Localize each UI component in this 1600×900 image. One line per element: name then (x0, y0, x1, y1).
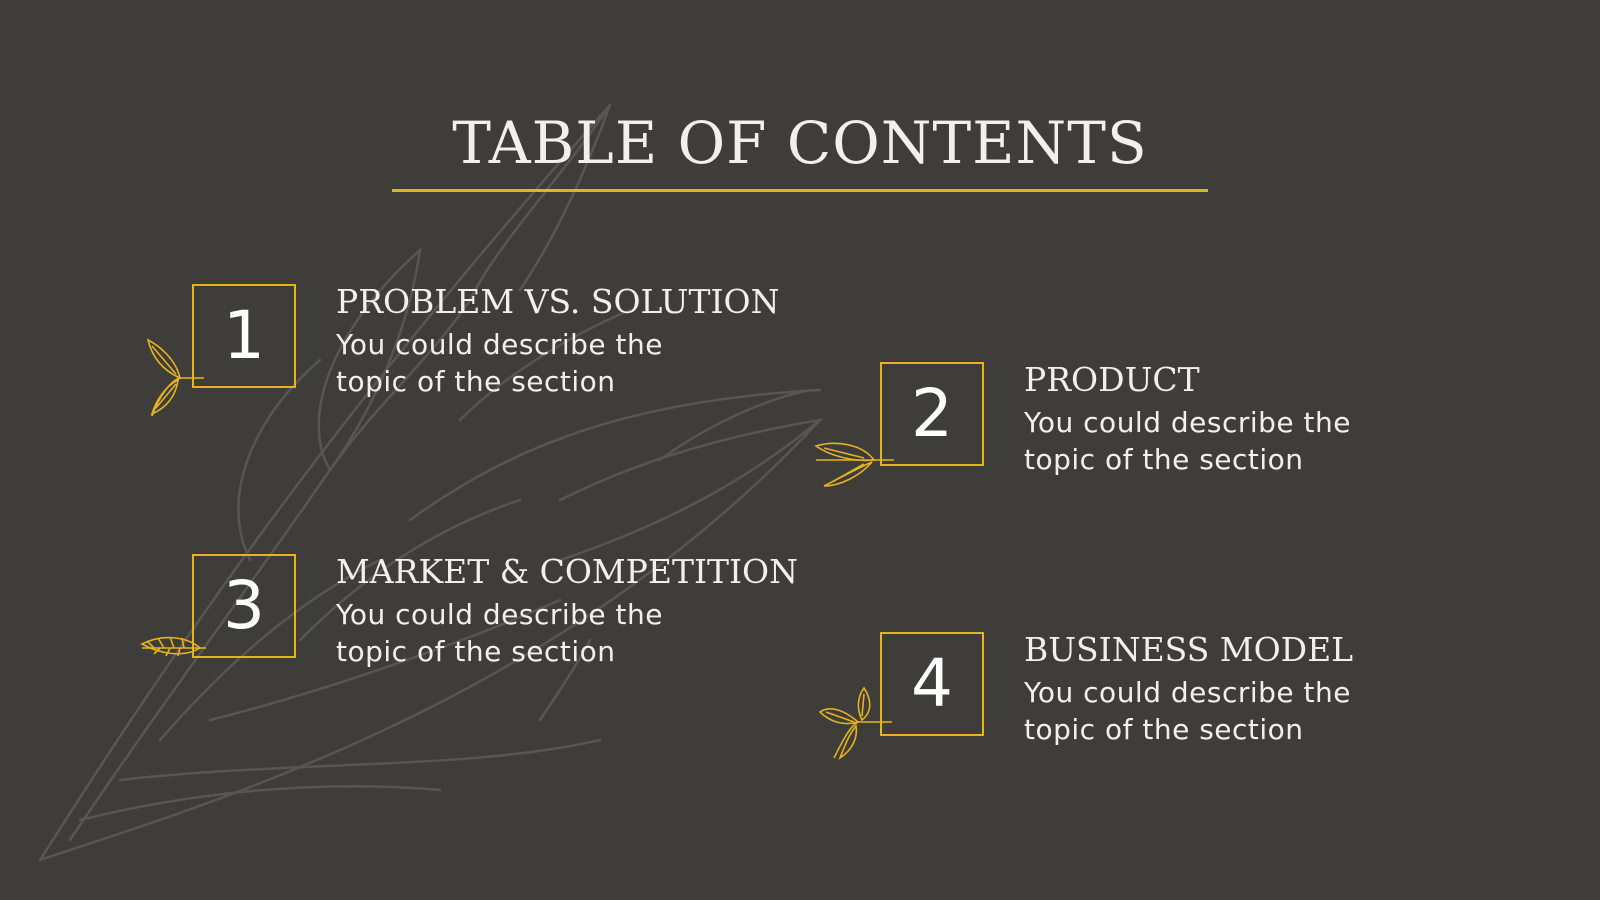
section-title: PRODUCT (1024, 360, 1200, 399)
section-description: You could describe the topic of the sect… (336, 328, 664, 398)
section-number-box: 1 (192, 284, 296, 388)
section-title: MARKET & COMPETITION (336, 552, 798, 591)
section-description: You could describe the topic of the sect… (1024, 406, 1352, 476)
page-title: TABLE OF CONTENTS (452, 109, 1148, 177)
section-description: You could describe the topic of the sect… (336, 598, 664, 668)
section-number-box: 3 (192, 554, 296, 658)
section-title: BUSINESS MODEL (1024, 630, 1354, 669)
section-number-box: 2 (880, 362, 984, 466)
title-underline (392, 189, 1208, 192)
section-description: You could describe the topic of the sect… (1024, 676, 1352, 746)
section-title: PROBLEM VS. SOLUTION (336, 282, 780, 321)
section-number-box: 4 (880, 632, 984, 736)
leaf-sprig-icon (140, 636, 206, 657)
leaf-sprig-icon (146, 338, 204, 417)
leaf-sprig-icon (818, 686, 892, 760)
